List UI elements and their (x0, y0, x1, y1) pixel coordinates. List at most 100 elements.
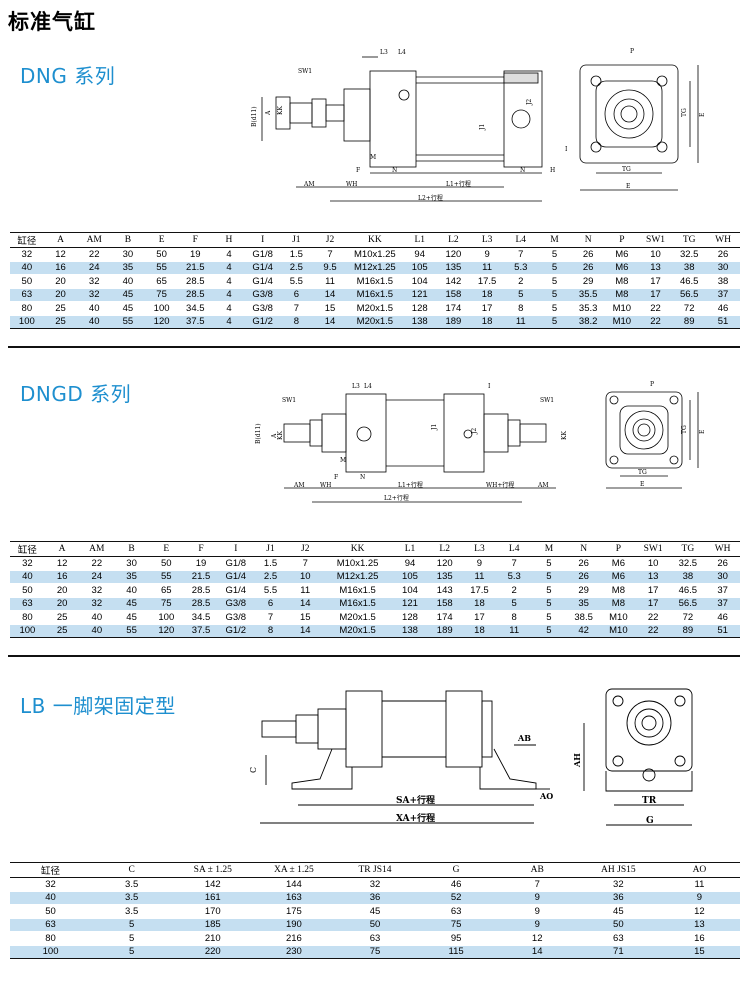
dng-table-cell: 5 (537, 274, 572, 289)
dng-table-cell: 18 (470, 315, 504, 329)
dngd-table-cell: 35 (566, 597, 602, 611)
dngd-label-l1: L1+行程 (398, 481, 423, 489)
lb-table-cell: 210 (172, 931, 254, 946)
dngd-table-cell: 40 (79, 610, 115, 625)
dng-header-row: 缸径 A AM B E F H I J1 J2 KK L1 L2 L3 L4 M… (10, 232, 740, 248)
dngd-label-kk: KK (277, 431, 284, 440)
dng-label-tg-h: TG (622, 166, 631, 173)
dngd-table-cell: 9 (462, 556, 497, 571)
dngd-col-header: WH (705, 541, 740, 557)
lb-table-cell: 9 (496, 891, 578, 905)
dngd-table-cell: M16x1.5 (322, 597, 393, 611)
lb-table-cell: 5 (91, 931, 173, 946)
dng-table-cell: 4 (212, 288, 246, 302)
lb-table-cell: 75 (415, 918, 497, 932)
dng-table-cell: 32 (77, 274, 112, 289)
dngd-table-cell: 13 (635, 570, 671, 584)
dngd-table-cell: 5 (531, 597, 567, 611)
dngd-table-cell: 20 (44, 583, 80, 598)
lb-table-cell: 63 (415, 904, 497, 919)
dng-table-cell: 40 (111, 274, 145, 289)
dng-col-header: 缸径 (10, 232, 44, 248)
dngd-table-cell: 63 (10, 597, 45, 611)
dng-table-cell: 22 (77, 247, 112, 262)
dngd-table-cell: 5 (531, 556, 567, 571)
dngd-table-cell: 2 (496, 583, 532, 598)
dngd-spec-table: 缸径 A AM B E F I J1 J2 KK L1 L2 L3 L4 M N… (10, 541, 740, 638)
dngd-col-header: F (183, 541, 219, 557)
lb-table-cell: 63 (334, 931, 416, 946)
lb-table-cell: 5 (91, 945, 173, 959)
dng-table-cell: 4 (212, 261, 246, 275)
dngd-table-cell: 174 (427, 610, 463, 625)
dngd-table-cell: 100 (148, 610, 184, 625)
dng-table-cell: 4 (212, 274, 246, 289)
dngd-col-header: J2 (287, 541, 323, 557)
dngd-label-e-v: E (699, 430, 706, 434)
lb-table-cell: 32 (577, 877, 659, 892)
lb-table-cell: 5 (91, 918, 173, 932)
dng-table-cell: 13 (638, 261, 673, 275)
dng-table-cell: 63 (10, 288, 44, 302)
lb-table-cell: 161 (172, 891, 254, 905)
dngd-table-cell: 5 (531, 570, 567, 584)
lb-table-cell: 95 (415, 931, 497, 946)
dng-col-header: J1 (279, 232, 314, 248)
dngd-label-tg-h: TG (638, 469, 647, 476)
dngd-table-cell: 38 (670, 570, 706, 584)
dngd-table-cell: 18 (462, 597, 497, 611)
dng-table-cell: M10 (605, 301, 639, 316)
dngd-table-cell: 75 (148, 597, 184, 611)
dng-col-header: WH (706, 232, 740, 248)
dngd-table-cell: 121 (392, 597, 428, 611)
dngd-table-cell: 29 (566, 583, 602, 598)
lb-label-sa: SA+行程 (396, 794, 435, 806)
dng-col-header: I (245, 232, 280, 248)
dng-table-cell: 35.5 (571, 288, 605, 302)
dngd-table-cell: M10 (601, 610, 636, 625)
dngd-table-cell: 51 (705, 624, 740, 638)
dng-label-l1: L1+行程 (446, 180, 471, 188)
dng-table-cell: 26 (571, 247, 605, 262)
dngd-col-header: J1 (253, 541, 288, 557)
dng-table-cell: 32 (10, 247, 44, 262)
dng-table-cell: 10 (638, 247, 673, 262)
dngd-table-cell: 11 (462, 570, 497, 584)
lb-table-cell: 185 (172, 918, 254, 932)
dng-table-cell: 16 (43, 261, 78, 275)
dngd-col-header: L3 (462, 541, 497, 557)
dng-table-cell: 40 (10, 261, 44, 275)
dngd-label-p: P (650, 381, 654, 388)
dngd-label-b: B(d11) (255, 423, 262, 444)
lb-table-cell: 52 (415, 891, 497, 905)
dng-label-tg-v: TG (681, 108, 688, 117)
dngd-table-cell: 40 (114, 583, 149, 598)
dng-table-cell: 38 (706, 274, 740, 289)
dngd-table-cell: 37 (705, 597, 740, 611)
dng-table-cell: 80 (10, 301, 44, 316)
dng-table-cell: 17 (638, 274, 673, 289)
dngd-table-cell: 5.3 (496, 570, 532, 584)
dngd-label-l3: L3 (352, 383, 360, 390)
dng-label-l2: L2+行程 (418, 194, 443, 202)
lb-table-cell: 9 (496, 918, 578, 932)
dng-col-header: KK (346, 232, 403, 248)
lb-table-cell: 50 (334, 918, 416, 932)
dngd-table-cell: 38.5 (566, 610, 602, 625)
lb-table-cell: 32 (334, 877, 416, 892)
dngd-table-cell: 12 (44, 556, 80, 571)
dngd-table-cell: 28.5 (183, 583, 219, 598)
dngd-table-cell: 5 (531, 624, 567, 638)
dngd-label-e-h: E (640, 481, 644, 488)
dng-label-n2: N (520, 167, 525, 174)
dngd-label-m: M (340, 457, 346, 464)
dngd-table-cell: 42 (566, 624, 602, 638)
dngd-label-n: N (360, 474, 365, 481)
lb-table-cell: 9 (496, 904, 578, 919)
lb-col-header: G (415, 862, 497, 878)
dng-label-n: N (392, 167, 397, 174)
